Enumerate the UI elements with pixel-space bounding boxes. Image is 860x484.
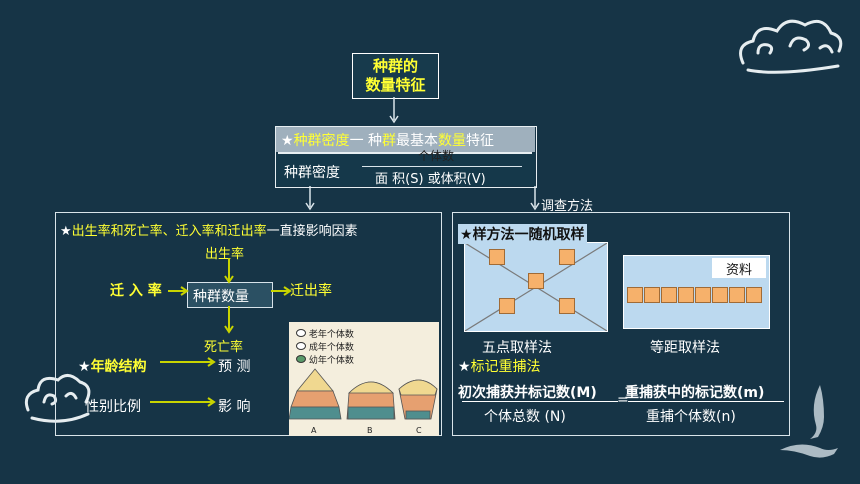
formula-bar-right bbox=[628, 401, 784, 402]
star-marker: ★ bbox=[460, 227, 473, 243]
equidistant-label: 等距取样法 bbox=[650, 340, 720, 356]
predict-label: 预 测 bbox=[218, 359, 251, 375]
age-pyramid-panel: 老年个体数 成年个体数 幼年个体数 A B C bbox=[289, 322, 439, 436]
age-structure-line: ★年龄结构 bbox=[78, 356, 147, 376]
influence-label: 影 响 bbox=[218, 399, 251, 415]
sample-square bbox=[695, 287, 711, 303]
immigration-label: 迁 入 率 bbox=[110, 283, 162, 299]
formula-equals: = bbox=[617, 392, 629, 408]
quadrat-method-label: 样方法一随机取样 bbox=[472, 227, 585, 243]
sample-square bbox=[644, 287, 660, 303]
density-box bbox=[275, 126, 537, 188]
legend-adult-icon bbox=[296, 342, 306, 350]
legend-item-adult: 成年个体数 bbox=[296, 340, 354, 353]
legend-old-label: 老年个体数 bbox=[308, 330, 354, 340]
survey-methods-label: 调查方法 bbox=[541, 199, 594, 214]
rates-line: ★出生率和死亡率、迁入率和迁出率一直接影响因素 bbox=[60, 220, 358, 239]
sample-square bbox=[559, 249, 575, 265]
sample-square bbox=[712, 287, 728, 303]
sample-square bbox=[678, 287, 694, 303]
cloud-ornament-icon bbox=[739, 19, 843, 74]
density-title-bg bbox=[275, 126, 535, 152]
sex-ratio-label: 性别比例 bbox=[85, 399, 141, 415]
cloud-ornament-icon bbox=[24, 374, 91, 423]
five-point-label: 五点取样法 bbox=[482, 340, 552, 356]
formula-num-left: 初次捕获并标记数(M) bbox=[458, 385, 597, 401]
star-marker: ★ bbox=[458, 359, 471, 375]
age-pyramids-graphic bbox=[289, 368, 438, 420]
quadrat-method-line: ★样方法一随机取样 bbox=[458, 224, 587, 244]
mark-recapture-line: ★标记重捕法 bbox=[458, 356, 541, 376]
density-title-d: 最基本 bbox=[396, 133, 439, 149]
population-center-label: 种群数量 bbox=[193, 289, 249, 305]
density-denominator: 面 积(S) 或体积(V) bbox=[375, 172, 486, 187]
legend-adult-label: 成年个体数 bbox=[308, 343, 354, 353]
rates-text: 出生率和死亡率、迁入率和迁出率 bbox=[71, 224, 267, 239]
star-marker: ★ bbox=[60, 224, 72, 239]
pyramid-label-a: A bbox=[311, 426, 317, 435]
density-formula-label: 种群密度 bbox=[284, 165, 340, 181]
top-title-box: 种群的 数量特征 bbox=[352, 53, 439, 99]
mark-recapture-label: 标记重捕法 bbox=[470, 359, 541, 375]
star-marker: ★ bbox=[78, 359, 91, 375]
legend-old-icon bbox=[296, 329, 306, 337]
legend-young-label: 幼年个体数 bbox=[308, 356, 354, 366]
density-numerator: 个体数 bbox=[418, 149, 455, 163]
top-title-line1: 种群的 bbox=[372, 57, 418, 75]
density-fraction-bar bbox=[362, 166, 522, 167]
sample-square bbox=[559, 298, 575, 314]
resource-tag[interactable]: 资料 bbox=[712, 258, 766, 278]
death-rate-label: 死亡率 bbox=[204, 340, 244, 355]
sample-square bbox=[499, 298, 515, 314]
density-title: ★种群密度一 种群最基本数量特征 bbox=[281, 130, 494, 150]
formula-den-left: 个体总数 (N) bbox=[484, 409, 566, 425]
sample-square bbox=[661, 287, 677, 303]
sample-square bbox=[746, 287, 762, 303]
pyramid-label-c: C bbox=[416, 426, 422, 435]
legend-item-young: 幼年个体数 bbox=[296, 353, 354, 366]
sample-square bbox=[489, 249, 505, 265]
birth-rate-label: 出生率 bbox=[205, 247, 245, 262]
density-title-b: 一 种 bbox=[349, 133, 383, 149]
top-title-line2: 数量特征 bbox=[365, 76, 426, 94]
density-title-e: 数量 bbox=[438, 133, 467, 149]
formula-den-right: 重捕个体数(n) bbox=[646, 409, 736, 425]
density-formula-bg bbox=[275, 153, 535, 186]
rates-suffix: 一直接影响因素 bbox=[266, 224, 358, 239]
star-marker: ★ bbox=[281, 133, 294, 149]
sample-square bbox=[729, 287, 745, 303]
sample-square bbox=[528, 273, 544, 289]
density-divider bbox=[278, 152, 532, 154]
formula-num-right: 重捕获中的标记数(m) bbox=[625, 385, 765, 401]
legend-young-icon bbox=[296, 355, 306, 363]
density-term: 种群密度 bbox=[293, 133, 350, 149]
left-panel bbox=[55, 212, 442, 436]
emigration-label: 迁出率 bbox=[290, 283, 332, 299]
legend-item-old: 老年个体数 bbox=[296, 327, 354, 340]
age-structure-label: 年龄结构 bbox=[90, 359, 147, 375]
density-title-f: 特征 bbox=[466, 133, 495, 149]
sample-square bbox=[627, 287, 643, 303]
density-title-c: 群 bbox=[382, 133, 397, 149]
pyramid-label-b: B bbox=[367, 426, 373, 435]
right-panel bbox=[452, 212, 790, 436]
formula-bar-left bbox=[462, 401, 618, 402]
five-point-quadrat bbox=[464, 242, 608, 332]
fish-ornament-icon bbox=[780, 385, 838, 458]
